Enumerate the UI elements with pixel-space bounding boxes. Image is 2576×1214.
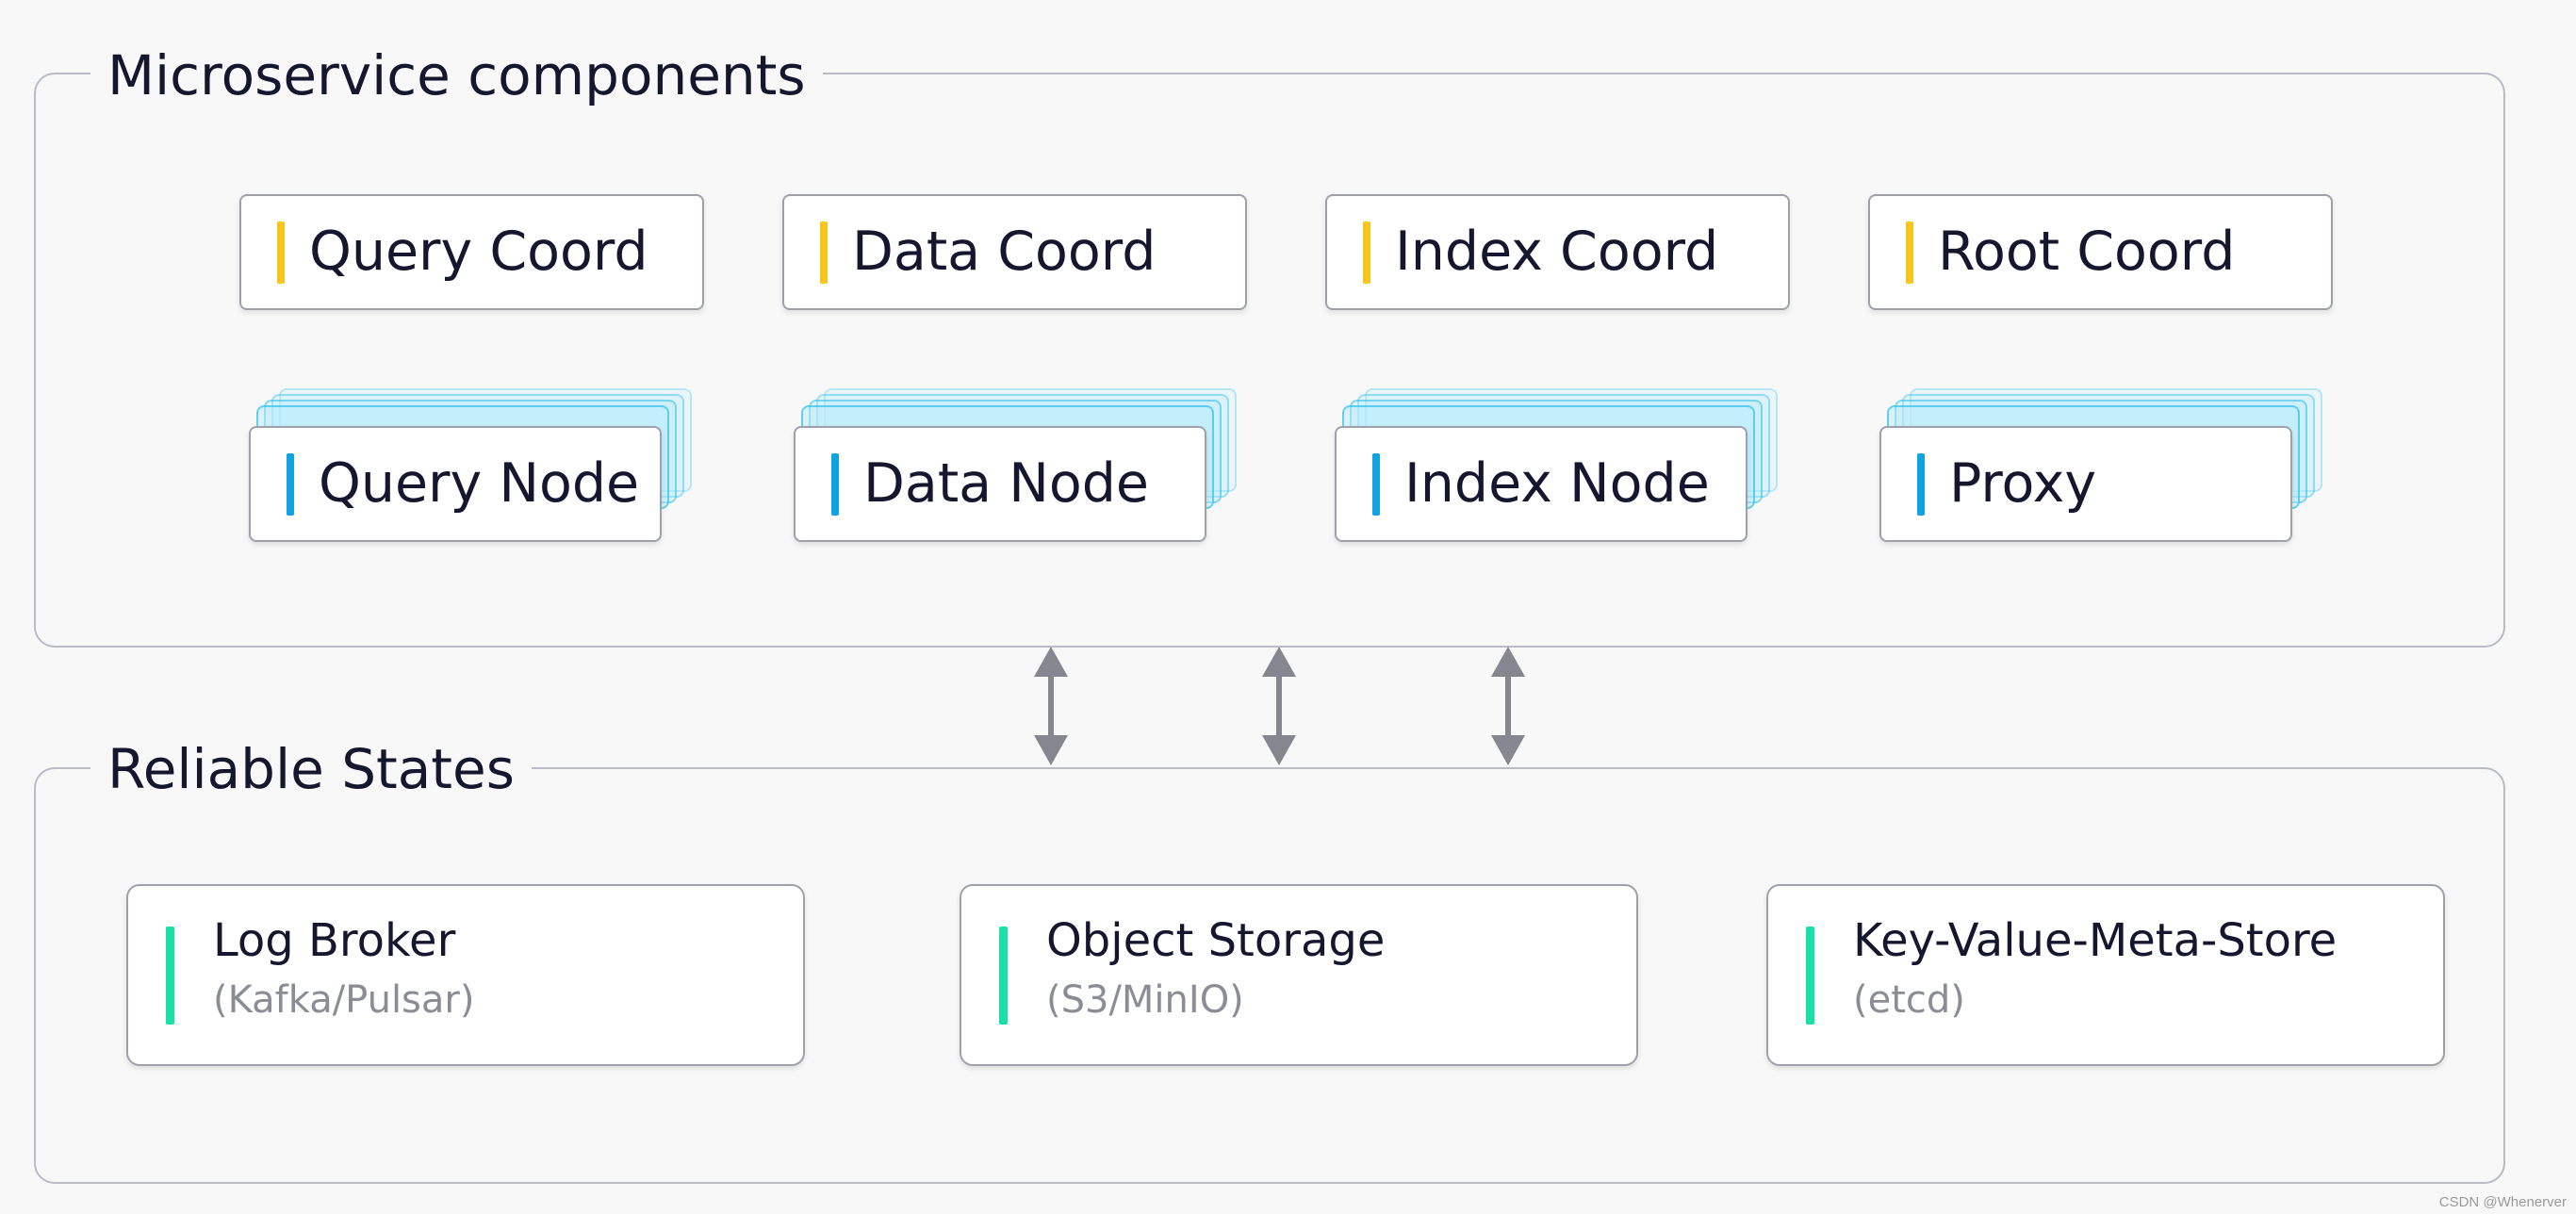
proxy-card: Proxy [1879,426,2292,542]
double-arrow [1262,647,1296,765]
log-broker-card: Log Broker (Kafka/Pulsar) [126,884,805,1066]
query-coord-card: Query Coord [239,194,704,310]
query-node-card: Query Node [249,426,662,542]
query-coord-label: Query Coord [309,221,648,283]
root-coord-card: Root Coord [1868,194,2333,310]
accent-bar [287,452,294,516]
key-value-meta-store-subtitle: (etcd) [1853,978,1965,1022]
key-value-meta-store-title: Key-Value-Meta-Store [1853,914,2338,967]
microservice-components-title: Microservice components [90,38,823,113]
microservice-components-group [34,73,2505,648]
root-coord-label: Root Coord [1938,221,2236,283]
accent-bar [277,221,285,284]
data-coord-label: Data Coord [852,221,1157,283]
object-storage-subtitle: (S3/MinIO) [1046,978,1244,1022]
index-coord-label: Index Coord [1395,221,1719,283]
index-node-card: Index Node [1335,426,1747,542]
double-arrow [1491,647,1525,765]
accent-bar [831,452,839,516]
accent-bar [1917,452,1925,516]
accent-bar [820,221,828,284]
proxy-label: Proxy [1949,452,2097,515]
accent-bar [1906,221,1913,284]
watermark: CSDN @Whenerver [2438,1194,2567,1210]
key-value-meta-store-card: Key-Value-Meta-Store (etcd) [1766,884,2445,1066]
data-node-card: Data Node [794,426,1206,542]
index-node-label: Index Node [1404,452,1710,515]
data-coord-card: Data Coord [782,194,1247,310]
query-node-label: Query Node [319,452,640,515]
index-coord-card: Index Coord [1325,194,1790,310]
reliable-states-title: Reliable States [90,731,532,807]
data-node-label: Data Node [863,452,1149,515]
accent-bar [999,926,1008,1025]
accent-bar [166,926,174,1025]
log-broker-subtitle: (Kafka/Pulsar) [213,978,475,1022]
double-arrow [1034,647,1068,765]
accent-bar [1363,221,1370,284]
accent-bar [1806,926,1814,1025]
object-storage-card: Object Storage (S3/MinIO) [960,884,1638,1066]
log-broker-title: Log Broker [213,914,456,967]
accent-bar [1372,452,1380,516]
object-storage-title: Object Storage [1046,914,1386,967]
